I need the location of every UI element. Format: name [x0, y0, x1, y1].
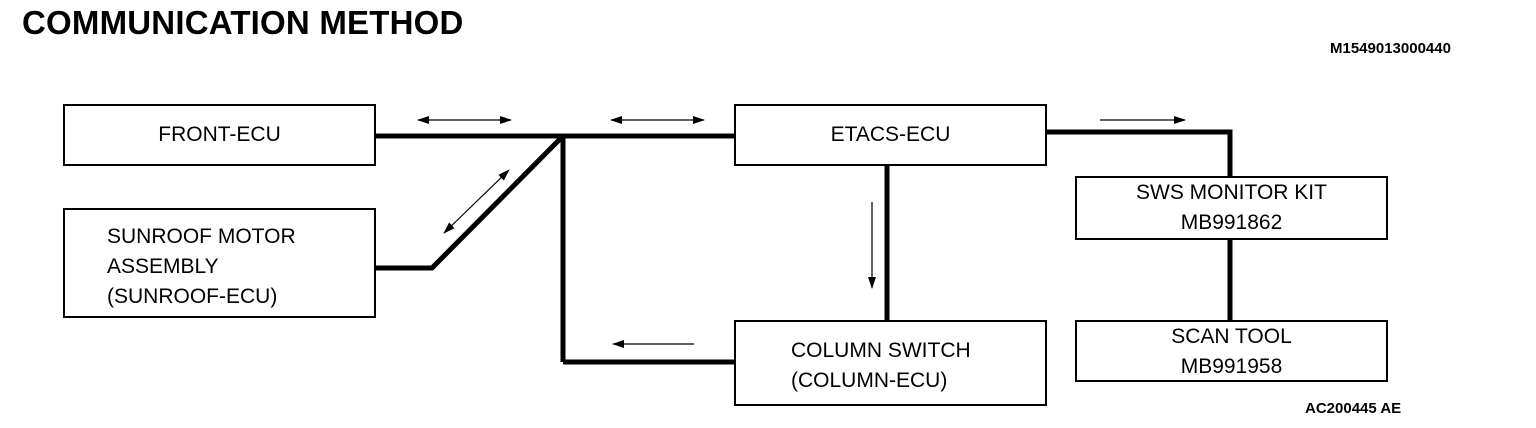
- arrows: [417, 116, 1186, 348]
- diagram-title: COMMUNICATION METHOD: [22, 4, 464, 41]
- etacs-ecu-label: ETACS-ECU: [830, 123, 951, 146]
- bus-etacs-sws: [1047, 129, 1233, 176]
- front-ecu-box: FRONT-ECU: [63, 104, 376, 166]
- sws-label-line-2: MB991862: [1180, 211, 1283, 234]
- bus-sunroof: [376, 134, 565, 271]
- arrow-sunroof-bus: [443, 169, 510, 234]
- sws-monitor-kit-box: SWS MONITOR KIT MB991862: [1075, 176, 1388, 240]
- sunroof-label-line-3: (SUNROOF-ECU): [107, 285, 278, 308]
- column-label-line-2: (COLUMN-ECU): [791, 369, 948, 392]
- bus-lines: [376, 129, 1233, 365]
- scan-label-line-2: MB991958: [1180, 355, 1283, 378]
- front-ecu-label: FRONT-ECU: [158, 123, 281, 146]
- scan-label-line-1: SCAN TOOL: [1171, 325, 1292, 348]
- sunroof-label-line-1: SUNROOF MOTOR: [107, 225, 296, 248]
- figure-id: AC200445 AE: [1305, 400, 1402, 417]
- scan-tool-box: SCAN TOOL MB991958: [1075, 320, 1388, 382]
- column-label-line-1: COLUMN SWITCH: [791, 339, 971, 362]
- figure-code: M1549013000440: [1330, 40, 1451, 57]
- column-switch-box: COLUMN SWITCH (COLUMN-ECU): [734, 320, 1047, 406]
- sws-label-line-1: SWS MONITOR KIT: [1136, 181, 1327, 204]
- sunroof-motor-box: SUNROOF MOTOR ASSEMBLY (SUNROOF-ECU): [63, 208, 376, 318]
- etacs-ecu-box: ETACS-ECU: [734, 104, 1047, 166]
- sunroof-label-line-2: ASSEMBLY: [107, 255, 219, 278]
